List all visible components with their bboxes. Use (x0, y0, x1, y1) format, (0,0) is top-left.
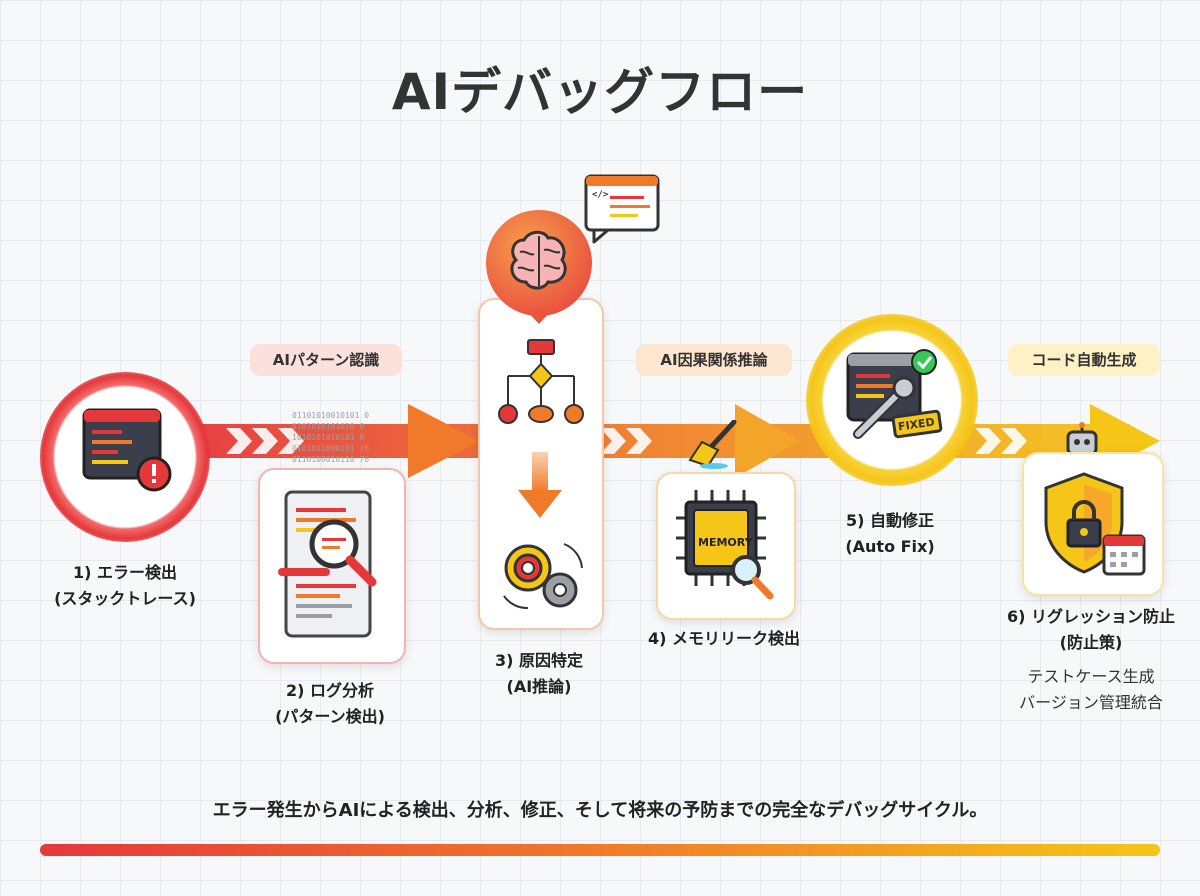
step-6-title: 6) リグレッション防止 (1006, 607, 1176, 626)
step-5-subtitle: (Auto Fix) (845, 537, 935, 556)
memory-chip-icon (676, 490, 774, 600)
step-4-title: 4) メモリリーク検出 (647, 629, 801, 648)
step-3-title: 3) 原因特定 (494, 651, 584, 670)
note-test-case-generation: テストケース生成 (1027, 667, 1155, 686)
step-5-auto-fix: FIXED (806, 314, 978, 486)
flow-band (200, 424, 1130, 458)
code-bubble-icon (584, 174, 660, 244)
step-1-error-detection (40, 372, 210, 542)
chevrons-2 (600, 428, 652, 454)
step-2-label: 2) ログ分析 (パターン検出) (225, 678, 435, 730)
flowchart-icon (498, 339, 584, 424)
badge-pointer (526, 310, 552, 324)
page-title: AIデバッグフロー (391, 63, 809, 121)
broom-icon (688, 420, 737, 469)
terminal-error-icon (82, 408, 172, 492)
gears-icon (503, 543, 583, 610)
log-document-magnifier-icon (278, 490, 377, 638)
step-6-card (1022, 452, 1164, 596)
shield-lock-icon (1044, 472, 1146, 576)
pill-code-generation: コード自動生成 (1008, 344, 1160, 376)
note-version-control-integration: バージョン管理統合 (1019, 693, 1163, 712)
arrow-head-2 (735, 404, 800, 478)
chevrons-3 (975, 428, 1027, 454)
step-1-subtitle: (スタックトレース) (54, 589, 196, 608)
arrow-head-1 (408, 404, 480, 478)
memory-chip-label: MEMORY (698, 536, 753, 549)
chevrons-1 (226, 428, 304, 454)
binary-text: 01101010010101 0 0101010101010 0 1010101… (292, 411, 370, 464)
step-2-card (258, 468, 406, 664)
brain-badge (486, 210, 592, 324)
step-6-notes: テストケース生成 バージョン管理統合 (986, 664, 1196, 716)
step-6-subtitle: (防止策) (1059, 633, 1123, 652)
pill-ai-causal: AI因果関係推論 (636, 344, 792, 376)
step-1-title: 1) エラー検出 (72, 563, 178, 582)
step-5-title: 5) 自動修正 (845, 511, 935, 530)
step-3-label: 3) 原因特定 (AI推論) (434, 648, 644, 700)
step-3-card (478, 298, 604, 630)
down-arrow-icon (518, 452, 562, 518)
gradient-bar (40, 844, 1160, 856)
step-3-subtitle: (AI推論) (506, 677, 572, 696)
step-4-card: MEMORY (656, 472, 796, 620)
step-6-label: 6) リグレッション防止 (防止策) (986, 604, 1196, 656)
step-1-label: 1) エラー検出 (スタックトレース) (20, 560, 230, 612)
terminal-wrench-icon (846, 349, 943, 439)
step-4-label: 4) メモリリーク検出 (614, 626, 834, 652)
caption: エラー発生からAIによる検出、分析、修正、そして将来の予防までの完全なデバッグサ… (212, 800, 988, 821)
step-5-label: 5) 自動修正 (Auto Fix) (790, 508, 990, 560)
step-2-subtitle: (パターン検出) (275, 707, 385, 726)
code-tag-text: </> (592, 190, 609, 200)
step-2-title: 2) ログ分析 (285, 681, 375, 700)
pill-ai-pattern: AIパターン認識 (250, 344, 402, 376)
brain-icon (510, 230, 567, 290)
